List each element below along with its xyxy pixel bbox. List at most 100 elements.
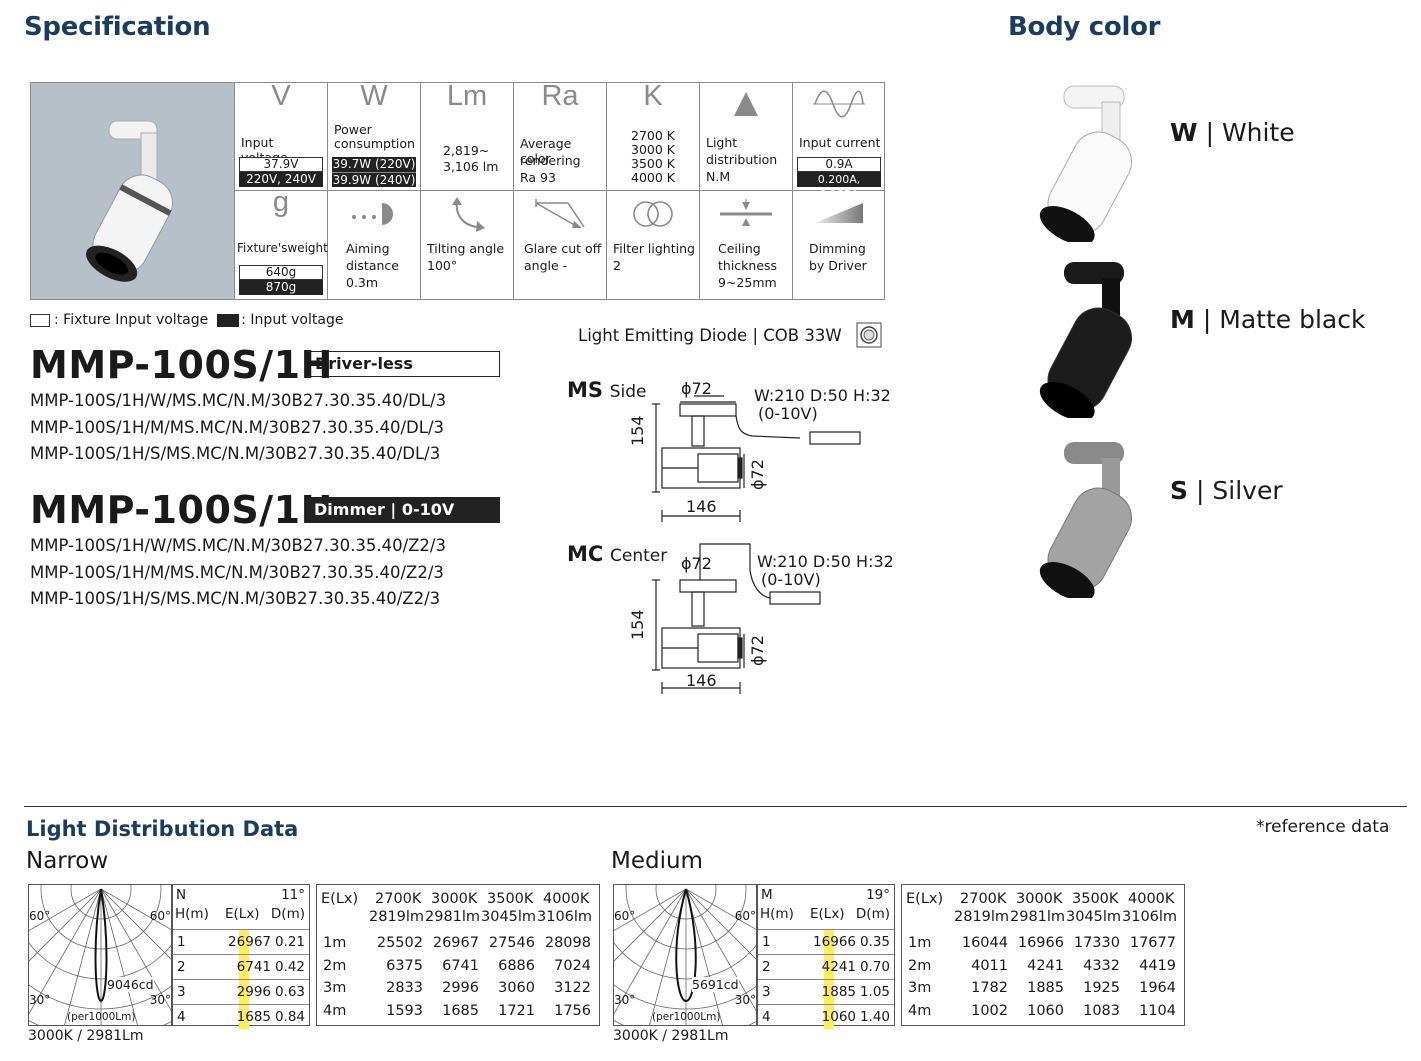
black-swatch [217, 313, 240, 327]
beam-angle: 19° [866, 887, 890, 903]
model-codes-1: MMP-100S/1H/W/MS.MC/N.M/30B27.30.35.40/D… [30, 388, 446, 468]
lux-cell: 2833 [386, 980, 423, 996]
distribution-footnote: 3000K / 2981Lm [613, 1028, 729, 1044]
reference-note: *reference data [1256, 817, 1390, 837]
model-code: MMP-100S/1H/S/MS.MC/N.M/30B27.30.35.40/D… [30, 444, 441, 463]
lux-cell: 26967 [432, 935, 479, 951]
row-d: 1.40 [859, 1009, 890, 1025]
lux-cell: 1721 [498, 1002, 535, 1019]
ms-drawing-title: MS Side [567, 378, 646, 402]
color-silver: S| Silver [1170, 476, 1283, 505]
col-d: D(m) [855, 906, 890, 922]
row-e: 6741 [236, 959, 271, 975]
lux-col-lumen: 2981lm [425, 909, 481, 925]
lux-cell: 6741 [442, 957, 479, 974]
col-h: H(m) [175, 906, 209, 922]
model-code: MMP-100S/1H/M/MS.MC/N.M/30B27.30.35.40/D… [30, 417, 444, 437]
aiming-icon [328, 197, 420, 231]
color-code: W [1170, 118, 1198, 147]
lux-cell: 4011 [971, 957, 1008, 974]
spec-grid: V Input voltage 37.9V 220V, 240V W Power… [30, 82, 885, 300]
beam-code: M [761, 887, 773, 903]
glare-line2: angle - [524, 258, 568, 273]
row-h: 1 [177, 934, 186, 950]
voltage-symbol: V [271, 80, 291, 112]
ceiling-thickness-icon [700, 197, 792, 231]
glare-icon [514, 197, 606, 231]
lux-col-lumen: 3045lm [1066, 909, 1122, 925]
specification-heading: Specification [24, 12, 211, 42]
lux-cell: 17330 [1073, 935, 1120, 951]
ceiling-line1: Ceiling [718, 241, 761, 256]
angle-label: 60° [614, 909, 636, 923]
lux-cell: 4419 [1139, 957, 1176, 974]
spec-aiming: Aiming distance 0.3m [328, 191, 421, 299]
spec-ra: Ra Average color rendering Ra 93 [514, 82, 607, 191]
kelvin-3500: 3500 K [631, 156, 675, 171]
beam-angle: 11° [281, 887, 305, 903]
per-lumen-note: (per1000Lm) [67, 1011, 136, 1023]
row-e: 1885 [821, 984, 856, 1000]
angle-label: 30° [149, 993, 171, 1007]
angle-label: 60° [734, 909, 756, 923]
current-input-box: 0.200A, 0.185A [797, 172, 881, 201]
row-e: 1685 [236, 1009, 271, 1025]
dimming-ramp-icon [793, 197, 885, 231]
spec-current: Input current 0.9A 0.200A, 0.185A [793, 83, 885, 201]
lux-cell: 4332 [1083, 957, 1120, 974]
mc-width: 146 [686, 671, 717, 690]
model-code: MMP-100S/1H/W/MS.MC/N.M/30B27.30.35.40/Z… [30, 536, 446, 555]
lux-cell: 1925 [1083, 980, 1120, 996]
row-h: 2 [762, 959, 771, 975]
mc-ctrl: (0-10V) [761, 570, 821, 589]
row-d: 0.35 [859, 934, 890, 950]
dimming-line1: Dimming [809, 241, 866, 256]
row-d: 0.42 [274, 959, 305, 975]
beam-code: N [176, 887, 187, 903]
black-fixture-image [1028, 258, 1158, 422]
weight-fixture-box: 640g [239, 265, 323, 280]
kelvin-4000: 4000 K [631, 170, 675, 185]
row-h: 3 [177, 984, 186, 1000]
spec-kelvin: K 2700 K 3000 K 3500 K 4000 K [607, 82, 700, 191]
lux-cell: 1002 [971, 1002, 1008, 1019]
model-code: MMP-100S/1H/S/MS.MC/N.M/30B27.30.35.40/Z… [30, 589, 441, 608]
lux-row-height: 3m [908, 980, 932, 996]
candela-value: 5691cd [692, 977, 739, 992]
lux-cell: 3060 [498, 980, 535, 996]
legend-black-label: : Input voltage [241, 312, 344, 328]
row-h: 4 [177, 1009, 186, 1025]
row-d: 0.21 [274, 934, 305, 950]
angle-label: 30° [614, 993, 636, 1007]
lux-cell: 6886 [498, 957, 535, 974]
lux-cell: 17677 [1129, 935, 1176, 951]
lux-cell: 28098 [544, 935, 591, 951]
current-label: Input current [799, 135, 881, 150]
ceiling-line2: thickness [718, 258, 778, 273]
highlight-bar [239, 980, 249, 1004]
spec-weight: g Fixture'sweight 640g 870g [235, 188, 328, 299]
lux-col-lumen: 2819lm [369, 909, 425, 925]
mc-phi-top: ϕ72 [681, 554, 712, 573]
col-e: E(Lx) [810, 906, 845, 922]
row-d: 0.84 [274, 1009, 305, 1025]
ms-dims: W:210 D:50 H:32 [754, 386, 891, 405]
lux-row-height: 3m [323, 980, 347, 996]
lux-cell: 27546 [488, 935, 535, 951]
row-d: 0.70 [859, 959, 890, 975]
highlight-bar [239, 955, 249, 979]
aiming-line3: 0.3m [346, 275, 379, 290]
lux-col-head: 3000K [1016, 891, 1063, 907]
